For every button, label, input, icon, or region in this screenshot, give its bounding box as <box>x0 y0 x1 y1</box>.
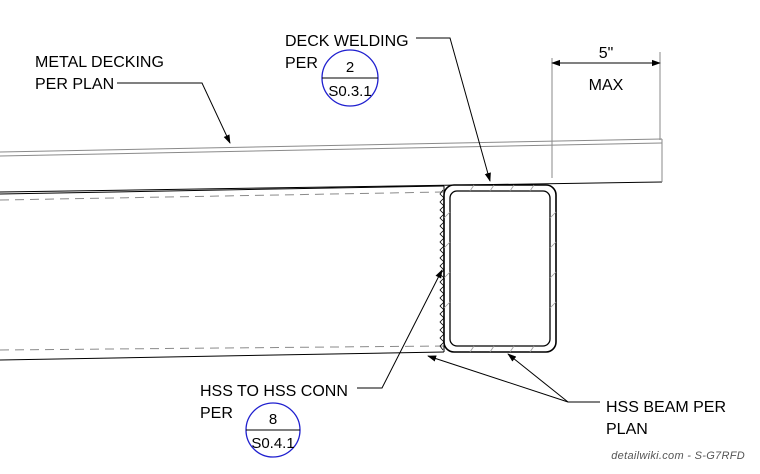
hss-conn-detail-tag <box>245 402 301 458</box>
metal-decking-label-2: PER PLAN <box>35 76 114 93</box>
hss-beam-leaders <box>427 353 600 403</box>
deck-welding-label-2: PER <box>285 55 318 72</box>
deck-welding-leader <box>416 37 491 182</box>
hss-conn-detail-number: 8 <box>269 411 277 428</box>
hss-conn-label-1: HSS TO HSS CONN <box>200 383 348 400</box>
watermark: detailwiki.com - S-G7RFD <box>611 450 745 462</box>
metal-decking <box>0 138 663 193</box>
hss-conn-sheet-ref: S0.4.1 <box>251 435 294 452</box>
hss-beam-label-1: HSS BEAM PER <box>606 399 726 416</box>
dimension-note: MAX <box>589 77 624 94</box>
dimension-5in <box>551 52 661 178</box>
hss-beam-section <box>443 184 557 353</box>
dimension-value: 5" <box>599 45 614 62</box>
hss-conn-label-2: PER <box>200 405 233 422</box>
deck-welding-detail-number: 2 <box>346 59 354 76</box>
intersecting-hss-beam <box>0 185 445 361</box>
hss-conn-leader <box>357 269 443 389</box>
hss-connection-weld <box>439 189 445 351</box>
deck-welding-sheet-ref: S0.3.1 <box>328 83 371 100</box>
metal-decking-label-1: METAL DECKING <box>35 54 164 71</box>
hss-beam-label-2: PLAN <box>606 421 648 438</box>
deck-welding-detail-tag <box>321 49 379 107</box>
deck-welding-label-1: DECK WELDING <box>285 33 409 50</box>
metal-decking-leader <box>117 82 231 144</box>
